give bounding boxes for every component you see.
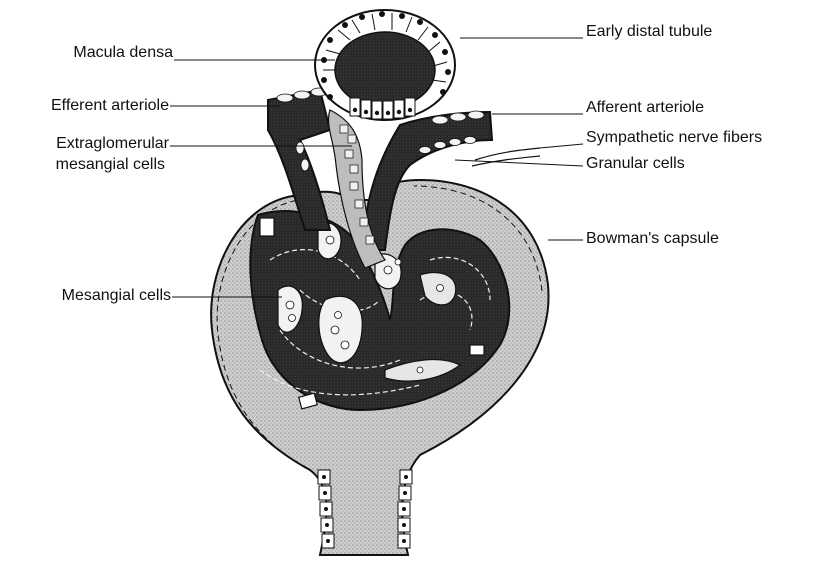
label-sympathetic-nerve-fibers: Sympathetic nerve fibers [586,129,762,147]
label-bowmans-capsule: Bowman's capsule [586,230,719,248]
label-efferent-arteriole: Efferent arteriole [51,97,169,115]
label-mesangial-cells: Mesangial cells [62,287,171,305]
leader-sympathetic-nerve-fibers [540,144,583,148]
label-macula-densa: Macula densa [73,44,173,62]
label-granular-cells: Granular cells [586,155,685,173]
label-extraglomerular-line2: mesangial cells [56,156,165,174]
early-distal-tubule [315,10,455,120]
label-early-distal-tubule: Early distal tubule [586,23,712,41]
label-extraglomerular-line1: Extraglomerular [56,135,169,153]
label-afferent-arteriole: Afferent arteriole [586,99,704,117]
